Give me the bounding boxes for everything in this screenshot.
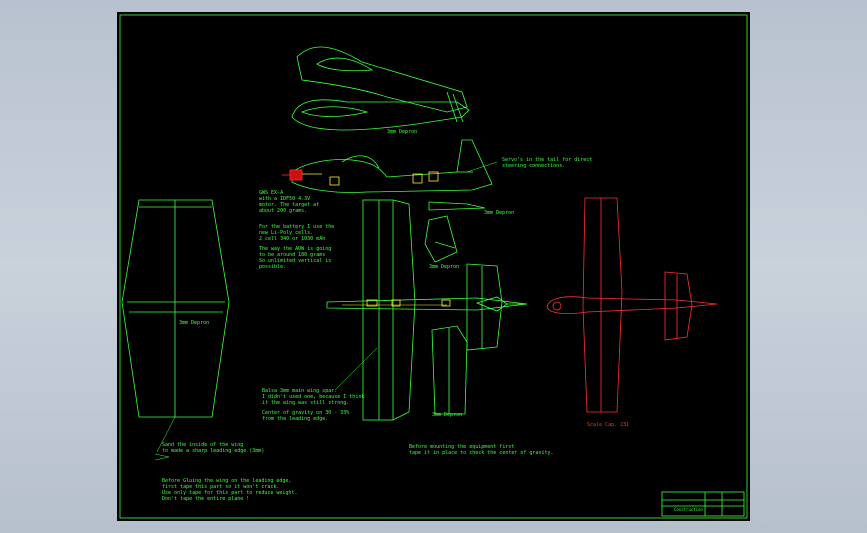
- label-depron-wing: 3mm Depron: [179, 320, 210, 326]
- label-depron-elevator: 3mm Depron: [432, 412, 463, 418]
- label-depron-tail: 3mm Depron: [429, 264, 460, 270]
- note-motor: GWS EX-A with a IDF50 4.3V motor. The ta…: [259, 190, 320, 214]
- fuselage-top-pieces: [291, 46, 470, 131]
- fuselage-side-view: [282, 139, 493, 193]
- label-depron-stab: 3mm Depron: [484, 210, 515, 216]
- note-cg: Center of gravity on 30 - 33% from the l…: [262, 410, 350, 422]
- note-gluing: Before Gluing the wing on the leading ed…: [162, 478, 298, 502]
- note-equipment: Before mounting the equipment first tape…: [409, 444, 554, 456]
- title-block-name: Construction: [674, 507, 703, 512]
- note-servo: Servo's in the tail for direct steering …: [502, 157, 593, 169]
- cad-drawing: [119, 14, 748, 519]
- sheet-border: [119, 14, 748, 519]
- drawing-sheet: 3mm Depron Servo's in the tail for direc…: [117, 12, 750, 521]
- label-scale-model: Scale Cap. 231: [587, 422, 630, 428]
- title-block: [661, 491, 745, 517]
- note-spar: Balsa 3mm main wing spar. I didn't used …: [262, 388, 365, 406]
- scale-model-top-view: [546, 197, 718, 413]
- airplane-top-view: [326, 199, 528, 421]
- note-sand: Sand the inside of the wing to made a sh…: [162, 442, 265, 454]
- leader-lines: [334, 161, 498, 391]
- label-depron-top: 3mm Depron: [387, 129, 418, 135]
- note-battery: For the battery I use the new Li-Poly ce…: [259, 224, 335, 242]
- tail-pieces: [424, 201, 486, 415]
- wing-panel: [121, 199, 230, 461]
- note-auw: The way the AUW is going to be around 18…: [259, 246, 332, 270]
